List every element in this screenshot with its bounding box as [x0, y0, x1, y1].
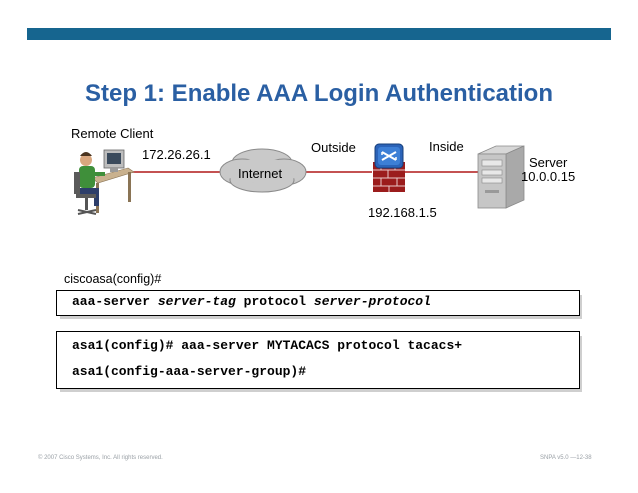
firewall-icon	[373, 143, 405, 192]
header-bar	[27, 28, 611, 40]
remote-client-icon	[74, 149, 135, 215]
syntax-keyword-protocol: protocol	[243, 294, 307, 309]
config-prompt-label: ciscoasa(config)#	[64, 272, 162, 286]
server-label: Server	[529, 155, 568, 170]
example-line-2: asa1(config-aaa-server-group)#	[72, 364, 307, 379]
syntax-keyword: aaa-server	[72, 294, 151, 309]
syntax-arg-server-tag: server-tag	[157, 294, 236, 309]
footer-copyright: © 2007 Cisco Systems, Inc. All rights re…	[38, 455, 163, 461]
server-ip-label: 10.0.0.15	[521, 169, 576, 184]
outside-label: Outside	[311, 140, 356, 155]
internet-cloud-icon	[219, 148, 307, 193]
slide-title: Step 1: Enable AAA Login Authentication	[85, 80, 553, 107]
footer-course: SNPA v5.0 —12-38	[540, 455, 592, 461]
inside-label: Inside	[429, 139, 464, 154]
syntax-arg-server-protocol: server-protocol	[313, 294, 431, 309]
syntax-box	[56, 290, 580, 316]
syntax-command: aaa-server server-tag protocol server-pr…	[72, 294, 431, 309]
internet-label: Internet	[238, 166, 283, 181]
server-icon	[477, 145, 525, 209]
client-ip-label: 172.26.26.1	[142, 147, 211, 162]
example-box	[56, 331, 580, 389]
example-line-1: asa1(config)# aaa-server MYTACACS protoc…	[72, 338, 463, 353]
firewall-ip-label: 192.168.1.5	[368, 205, 437, 220]
remote-client-label: Remote Client	[71, 126, 154, 141]
